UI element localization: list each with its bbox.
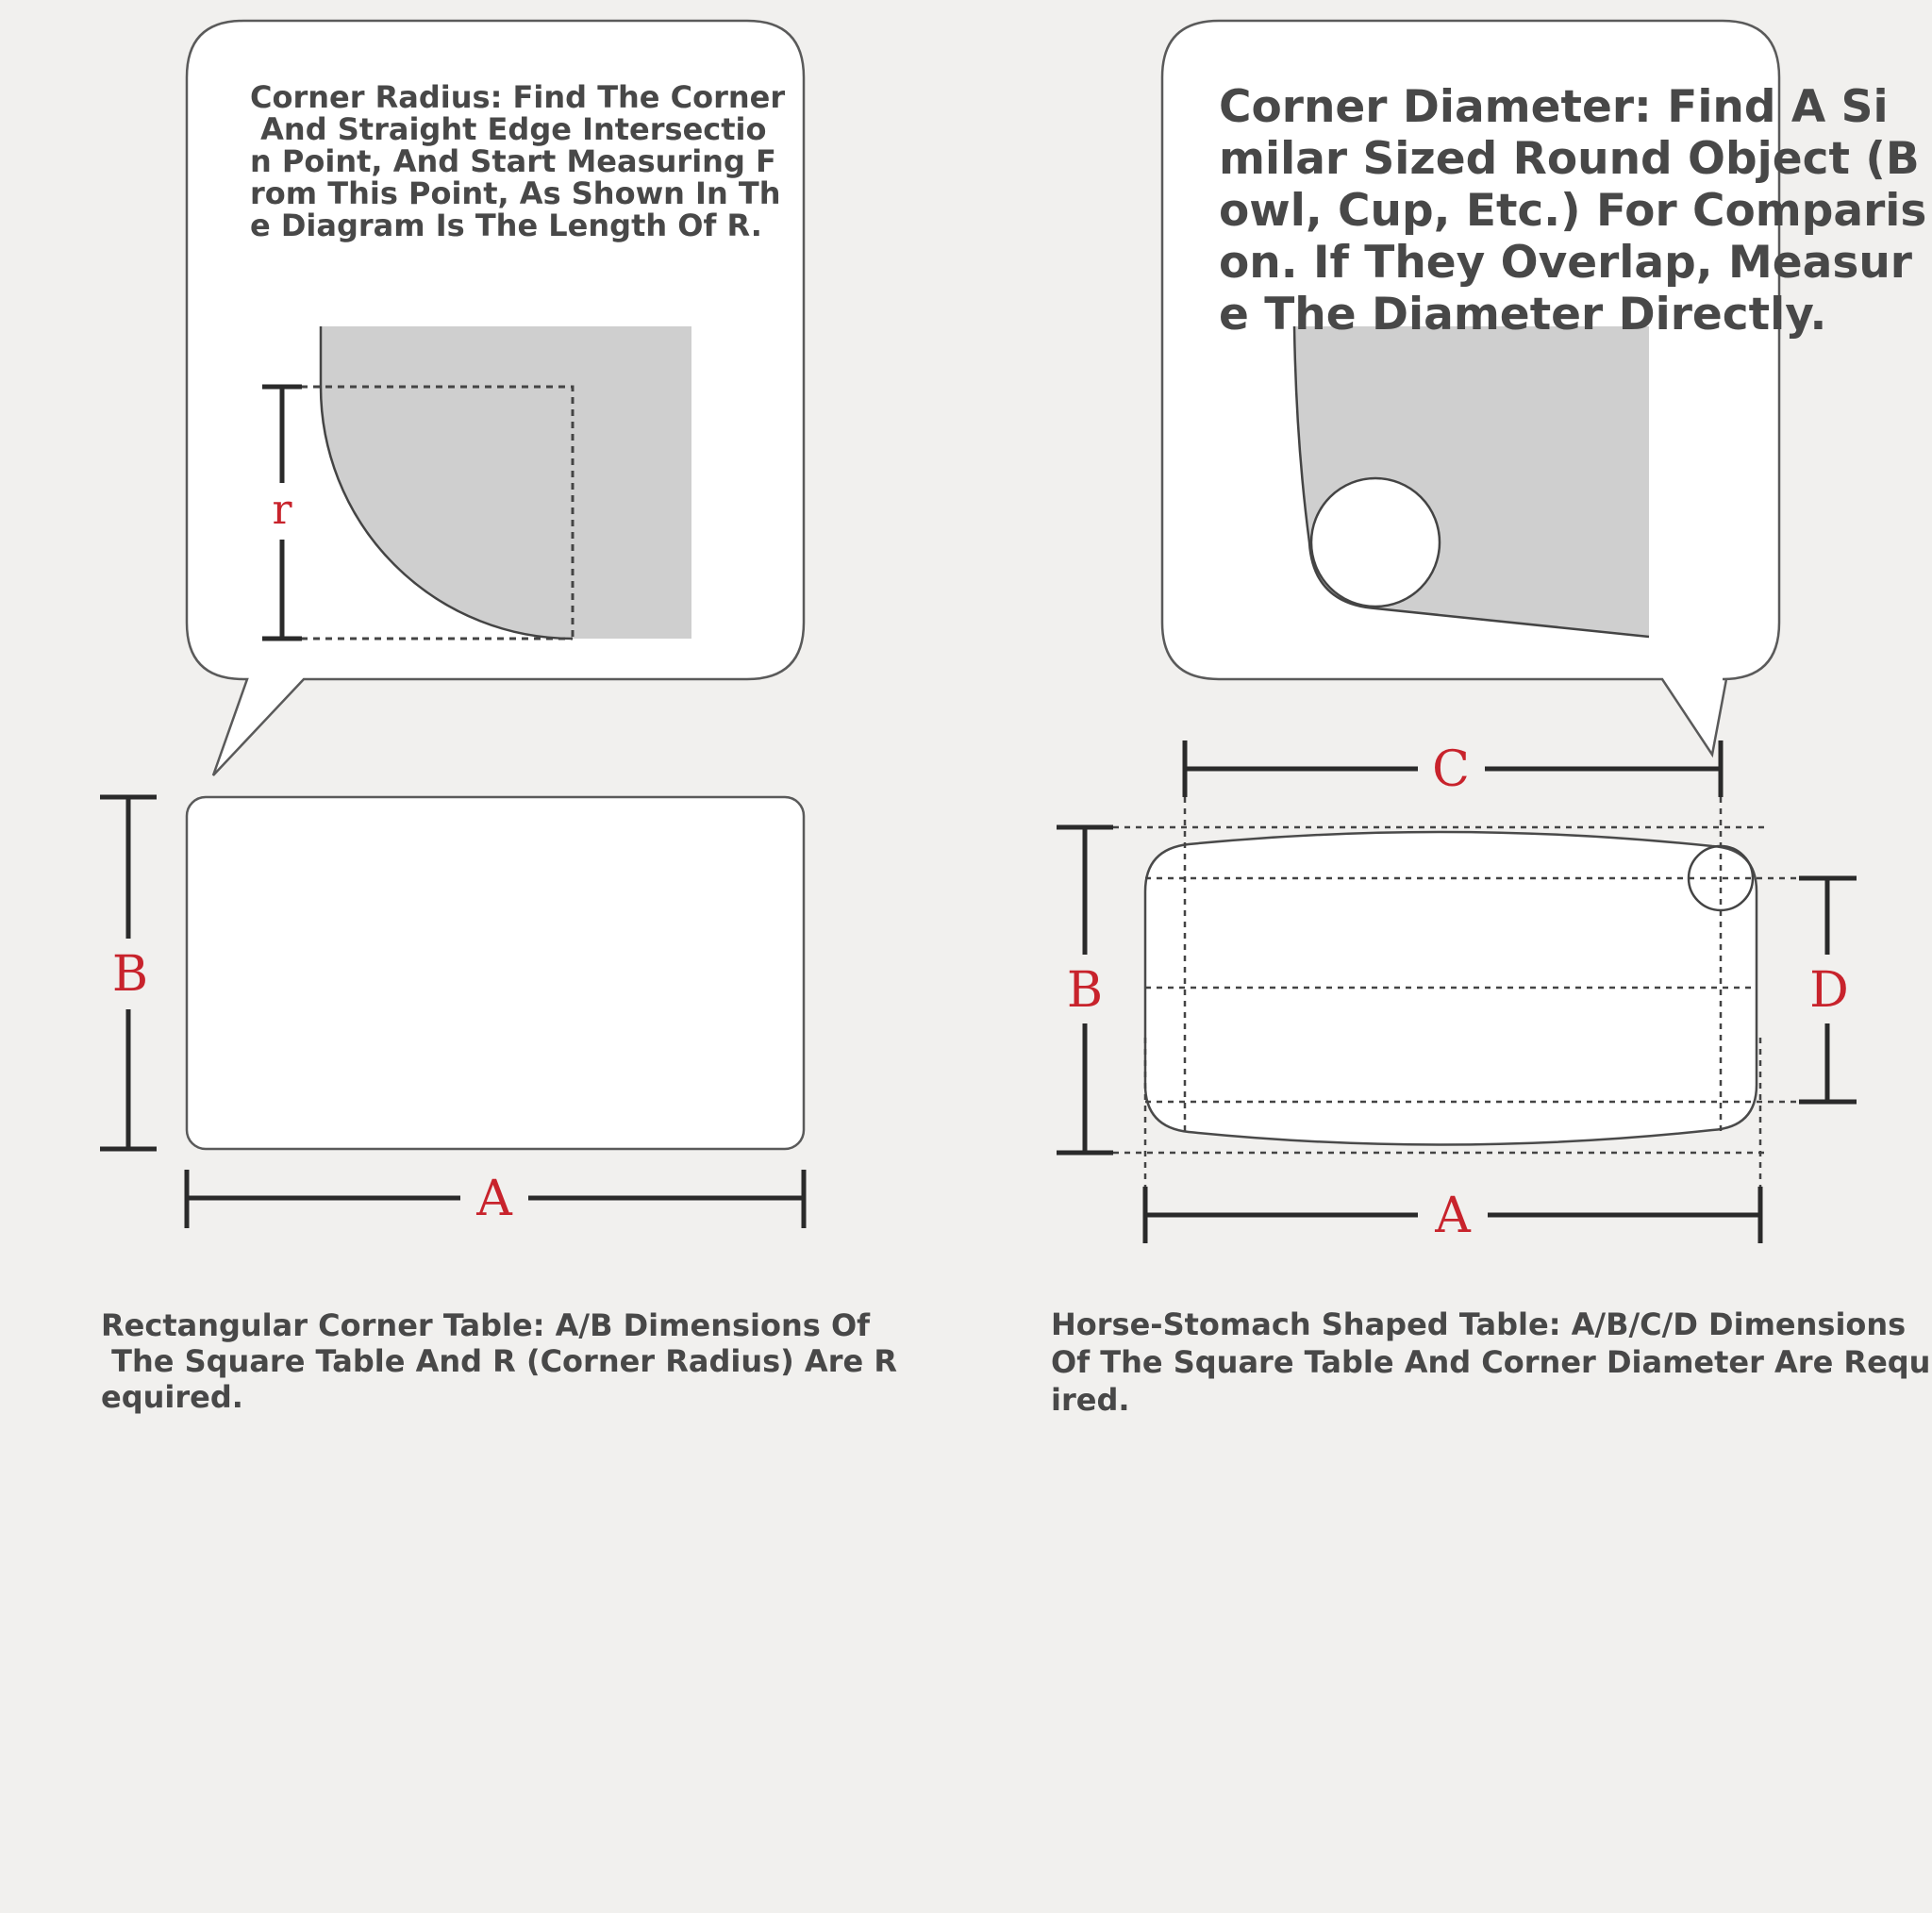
left-caption: Rectangular Corner Table: A/B Dimensions… <box>101 1307 897 1415</box>
left-height-dimension <box>100 794 157 1152</box>
left-bubble-text: Corner Radius: Find The Corner And Strai… <box>250 79 786 243</box>
left-panel: r B A <box>100 19 807 1228</box>
diameter-edge <box>1292 325 1650 639</box>
right-bubble-text: Corner Diameter: Find A Si milar Sized R… <box>1219 81 1927 341</box>
right-panel: C B D A <box>1057 19 1857 1244</box>
right-inner-height-label: D <box>1809 962 1849 1019</box>
right-inner-height-dimension <box>1799 875 1857 1105</box>
right-top-width-label: C <box>1432 741 1470 798</box>
left-height-label: B <box>112 946 148 1003</box>
right-height-dimension <box>1057 824 1113 1156</box>
radius-arc <box>319 326 574 640</box>
right-height-label: B <box>1067 962 1103 1019</box>
radius-guide-lines <box>264 385 575 640</box>
radius-label: r <box>272 486 292 534</box>
round-object-circle <box>1309 476 1441 608</box>
radius-corner-shape <box>321 326 691 639</box>
left-width-label: A <box>475 1171 513 1227</box>
right-width-dimension <box>1142 1187 1763 1243</box>
right-width-label: A <box>1434 1188 1472 1244</box>
rectangular-table <box>185 795 806 1151</box>
corner-diameter-circle <box>1687 844 1755 912</box>
right-top-width-dimension <box>1182 740 1724 797</box>
left-width-dimension <box>184 1170 807 1228</box>
right-caption: Horse-Stomach Shaped Table: A/B/C/D Dime… <box>1051 1306 1931 1418</box>
radius-dimension <box>262 384 302 641</box>
